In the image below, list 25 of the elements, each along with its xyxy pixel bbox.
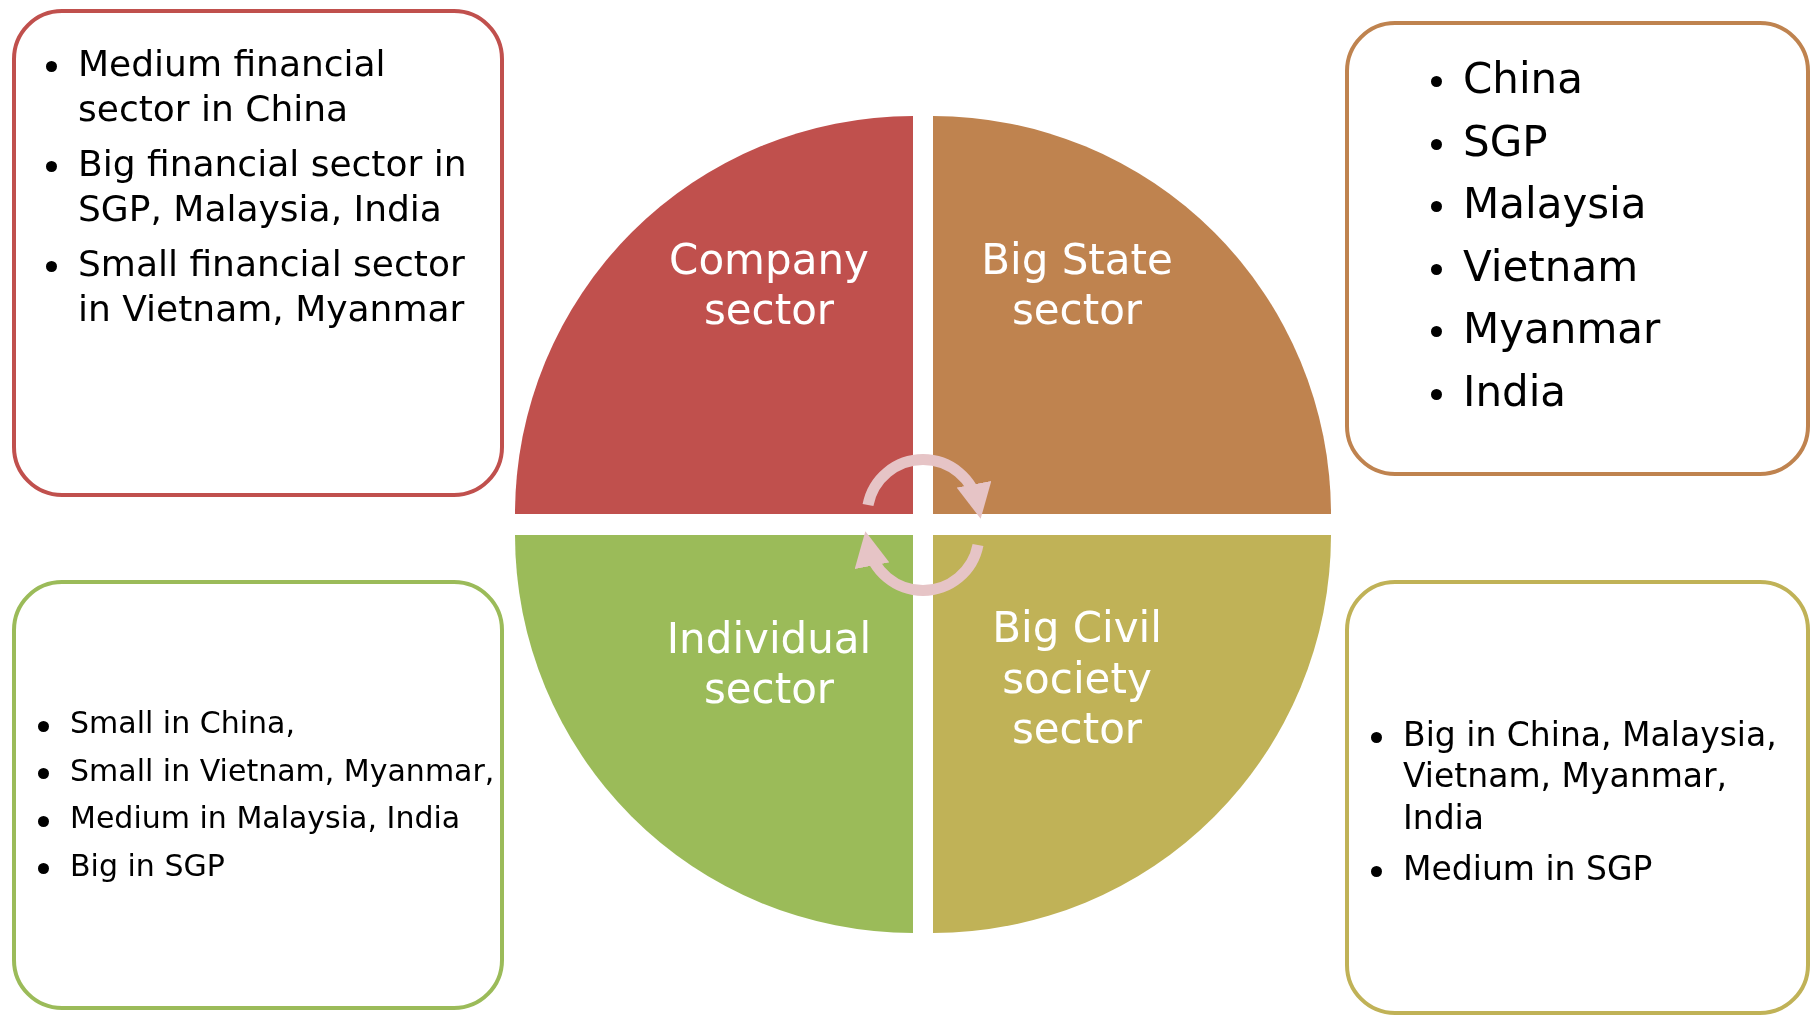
bullet-item: Small in China, bbox=[36, 704, 496, 742]
callout-box bbox=[12, 580, 504, 1010]
bullet-item: Medium in Malaysia, India bbox=[36, 799, 496, 837]
curved-arrow bbox=[856, 531, 984, 596]
bullet-item: China bbox=[1429, 53, 1789, 106]
bullet-item: Big in China, Malaysia, Vietnam, Myanmar, India bbox=[1369, 714, 1799, 838]
bullet-item: SGP bbox=[1429, 115, 1789, 168]
callout-box bbox=[12, 9, 504, 497]
bullet-item: Small in Vietnam, Myanmar, bbox=[36, 751, 496, 789]
sector-label: Big State sector bbox=[980, 234, 1174, 336]
sector-label: Company sector bbox=[668, 234, 870, 336]
bullet-item: Medium in SGP bbox=[1369, 847, 1799, 889]
bullet-item: Medium financial sector in China bbox=[44, 41, 484, 131]
bullet-item: Malaysia bbox=[1429, 178, 1789, 231]
sector-label: Individual sector bbox=[665, 613, 873, 715]
bullet-item: Big financial sector in SGP, Malaysia, India bbox=[44, 141, 484, 231]
curved-arrow bbox=[862, 454, 990, 519]
bullet-item: Big in SGP bbox=[36, 846, 496, 884]
bullet-item: Myanmar bbox=[1429, 303, 1789, 356]
bullet-item: Small financial sector in Vietnam, Myanmar bbox=[44, 241, 484, 331]
callout-box bbox=[1345, 21, 1810, 476]
bullet-item: India bbox=[1429, 365, 1789, 418]
callout-box bbox=[1345, 580, 1810, 1015]
sector-label: Big Civil society sector bbox=[991, 603, 1163, 755]
bullet-item: Vietnam bbox=[1429, 240, 1789, 293]
